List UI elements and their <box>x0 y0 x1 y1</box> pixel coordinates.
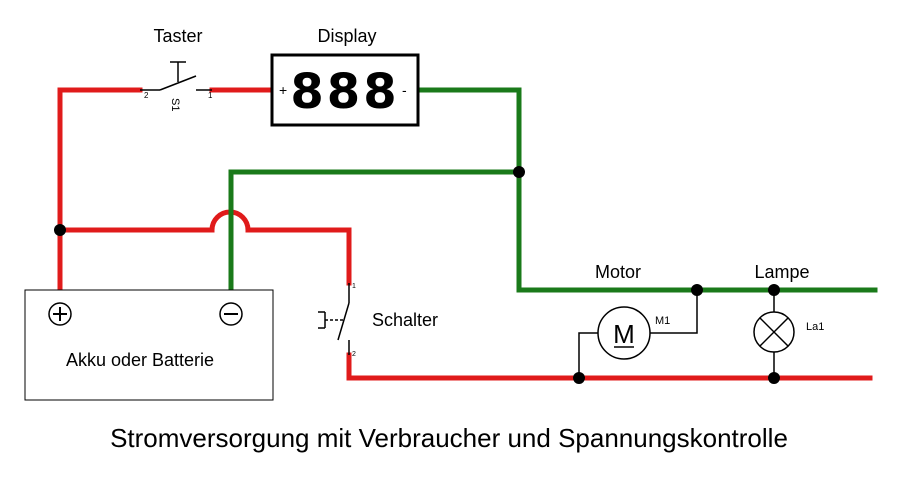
junction-dot <box>54 224 66 236</box>
wire-schalter-to-loads <box>346 352 873 381</box>
wire-battery-plus-to-taster <box>57 87 143 307</box>
m1-designator: M1 <box>655 315 670 327</box>
wire-battery-minus <box>228 169 522 307</box>
junction-dot <box>513 166 525 178</box>
taster-s1 <box>140 61 212 91</box>
schalter-label: Schalter <box>372 310 438 330</box>
s1-designator: S1 <box>169 98 181 111</box>
taster-label: Taster <box>153 26 202 46</box>
motor-m1 <box>578 290 698 378</box>
lampe-label: Lampe <box>754 262 809 282</box>
display-label: Display <box>317 26 376 46</box>
s1-pin-a: 2 <box>144 91 149 100</box>
display-box <box>270 53 420 127</box>
schalter-pin-bottom: 2 <box>352 351 356 358</box>
display-readout: 888 <box>290 64 399 120</box>
s1-pin-b: 1 <box>208 91 213 100</box>
display-plus-terminal: + <box>279 82 287 98</box>
motor-label: Motor <box>595 262 641 282</box>
schalter-switch <box>318 283 350 355</box>
battery-label: Akku oder Batterie <box>66 350 214 370</box>
la1-designator: La1 <box>806 321 824 333</box>
display-minus-terminal: - <box>402 82 407 98</box>
wire-junction-to-schalter <box>57 209 352 286</box>
schalter-pin-top: 1 <box>352 283 356 290</box>
wire-display-minus <box>415 87 878 293</box>
diagram-caption: Stromversorgung mit Verbraucher und Span… <box>110 423 788 453</box>
lamp-la1 <box>753 290 795 378</box>
motor-symbol: M <box>613 319 635 349</box>
